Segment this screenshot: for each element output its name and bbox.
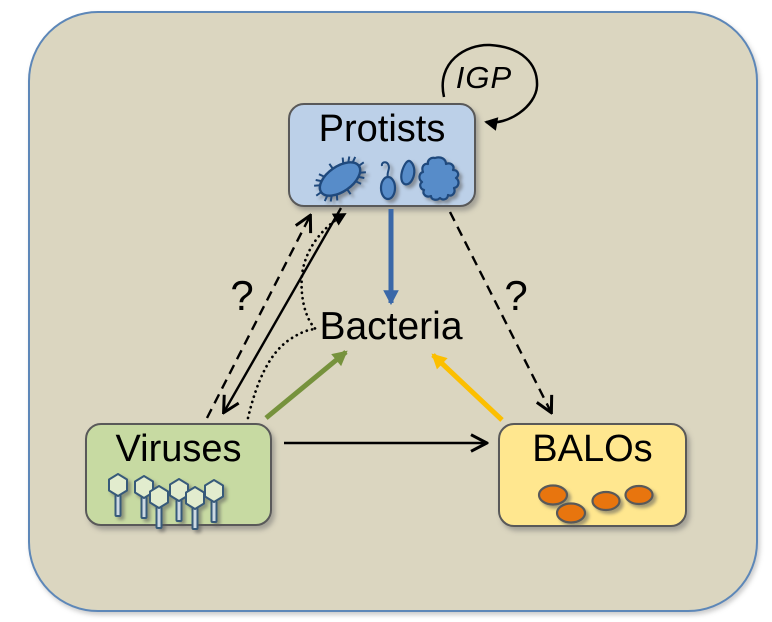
phage-icon [108, 473, 128, 517]
balo-cell-icon [555, 502, 587, 524]
balo-cell-icon [624, 484, 654, 506]
balo-cell-icon [537, 484, 569, 506]
node-protists: Protists [288, 103, 476, 207]
flagellate-icon [379, 161, 397, 201]
ciliate-icon [314, 156, 366, 202]
balo-icons [537, 484, 654, 524]
phage-icon [149, 485, 169, 529]
phage-icon [204, 479, 224, 523]
phage-icons [108, 473, 224, 530]
balo-cell-icon [591, 490, 621, 512]
node-balos: BALOs [498, 423, 687, 527]
balos-label: BALOs [532, 428, 653, 470]
protist-icons [314, 156, 460, 202]
question-mark-right: ? [504, 272, 528, 319]
protists-label: Protists [318, 108, 446, 150]
question-mark-left: ? [230, 272, 254, 319]
amoeba-icon [418, 156, 460, 201]
viruses-label: Viruses [115, 428, 242, 470]
node-viruses: Viruses [85, 423, 272, 530]
bacteria-label: Bacteria [319, 305, 463, 348]
igp-label: IGP [455, 60, 513, 95]
phage-icon [185, 486, 205, 530]
flagellate-icon [400, 159, 416, 186]
